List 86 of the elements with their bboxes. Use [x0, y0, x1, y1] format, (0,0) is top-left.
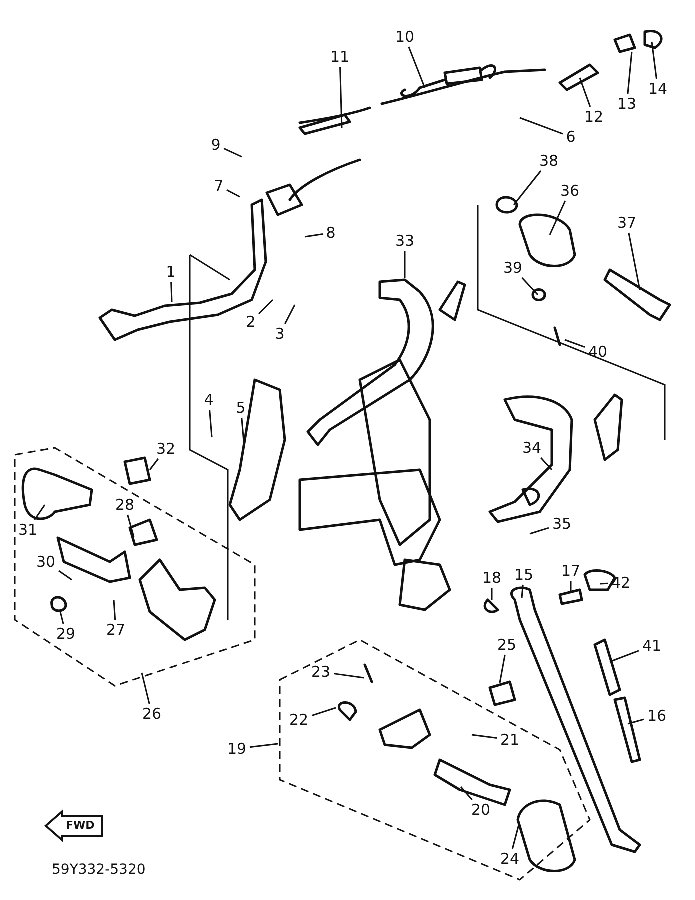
- callout-number: 32: [154, 440, 178, 458]
- leader-line: [209, 410, 213, 438]
- leader-line: [141, 672, 150, 704]
- callout-number: 41: [640, 637, 664, 655]
- part-number: 59Y332-5320: [52, 862, 146, 878]
- leader-line: [34, 504, 46, 520]
- leader-line: [512, 824, 520, 850]
- callout-number: 37: [615, 214, 639, 232]
- callout-number: 39: [501, 259, 525, 277]
- direction-label: FWD: [66, 819, 95, 832]
- callout-number: 3: [273, 325, 287, 343]
- leader-line: [472, 734, 498, 740]
- leader-line: [651, 42, 658, 80]
- leader-line: [340, 66, 343, 128]
- leader-line: [127, 514, 135, 538]
- callout-number: 5: [234, 399, 248, 417]
- callout-number: 26: [140, 705, 164, 723]
- callout-number: 20: [469, 801, 493, 819]
- callout-number: 29: [54, 625, 78, 643]
- leader-line: [570, 581, 572, 592]
- callout-number: 27: [104, 621, 128, 639]
- callout-number: 7: [212, 177, 226, 195]
- leader-line: [250, 743, 278, 748]
- callout-number: 22: [287, 711, 311, 729]
- callout-number: 35: [550, 515, 574, 533]
- callout-number: 14: [646, 80, 670, 98]
- leader-line: [600, 582, 608, 585]
- leader-line: [408, 46, 426, 88]
- leader-line: [499, 654, 506, 684]
- callout-number: 8: [324, 224, 338, 242]
- leader-line: [521, 584, 524, 598]
- leader-line: [224, 148, 242, 158]
- callout-number: 11: [328, 48, 352, 66]
- leader-line: [522, 278, 539, 296]
- callout-number: 13: [615, 95, 639, 113]
- leader-line: [113, 600, 116, 620]
- leader-line: [460, 786, 473, 800]
- callout-number: 12: [582, 108, 606, 126]
- callout-number: 2: [244, 313, 258, 331]
- leader-line: [627, 52, 633, 94]
- leader-line: [564, 339, 586, 348]
- callout-number: 9: [209, 136, 223, 154]
- callout-number: 25: [495, 636, 519, 654]
- leader-line: [579, 78, 592, 108]
- callout-number: 18: [480, 569, 504, 587]
- leader-line: [404, 251, 406, 278]
- leader-line: [610, 650, 640, 663]
- callout-number: 23: [309, 663, 333, 681]
- leader-line: [540, 458, 553, 470]
- leader-line: [549, 200, 566, 236]
- callout-number: 40: [586, 343, 610, 361]
- leader-line: [513, 170, 542, 206]
- callout-number: 33: [393, 232, 417, 250]
- callout-number: 16: [645, 707, 669, 725]
- callout-number: 24: [498, 850, 522, 868]
- leader-line: [284, 304, 296, 324]
- leader-line: [170, 282, 173, 302]
- callout-number: 17: [559, 562, 583, 580]
- leader-line: [149, 458, 159, 470]
- callout-number: 34: [520, 439, 544, 457]
- callout-number: 15: [512, 566, 536, 584]
- leader-line: [59, 610, 64, 624]
- callout-number: 6: [564, 128, 578, 146]
- leader-line: [312, 707, 336, 716]
- leader-line: [226, 190, 240, 198]
- leader-line: [58, 570, 72, 581]
- callout-number: 31: [16, 521, 40, 539]
- callout-number: 38: [537, 152, 561, 170]
- leader-line: [530, 527, 550, 535]
- callout-number: 28: [113, 496, 137, 514]
- callout-number: 10: [393, 28, 417, 46]
- leader-line: [334, 673, 364, 679]
- callout-number: 21: [498, 731, 522, 749]
- callout-number: 1: [164, 263, 178, 281]
- leader-line: [628, 232, 641, 290]
- callout-number: 30: [34, 553, 58, 571]
- callout-number: 19: [225, 740, 249, 758]
- leader-line: [628, 718, 644, 725]
- callout-number: 36: [558, 182, 582, 200]
- callout-number: 4: [202, 391, 216, 409]
- leader-line: [491, 588, 493, 600]
- leader-line: [258, 299, 274, 315]
- leader-line: [304, 233, 324, 238]
- leader-line: [520, 117, 564, 135]
- callout-number: 42: [609, 574, 633, 592]
- leader-line: [241, 418, 245, 442]
